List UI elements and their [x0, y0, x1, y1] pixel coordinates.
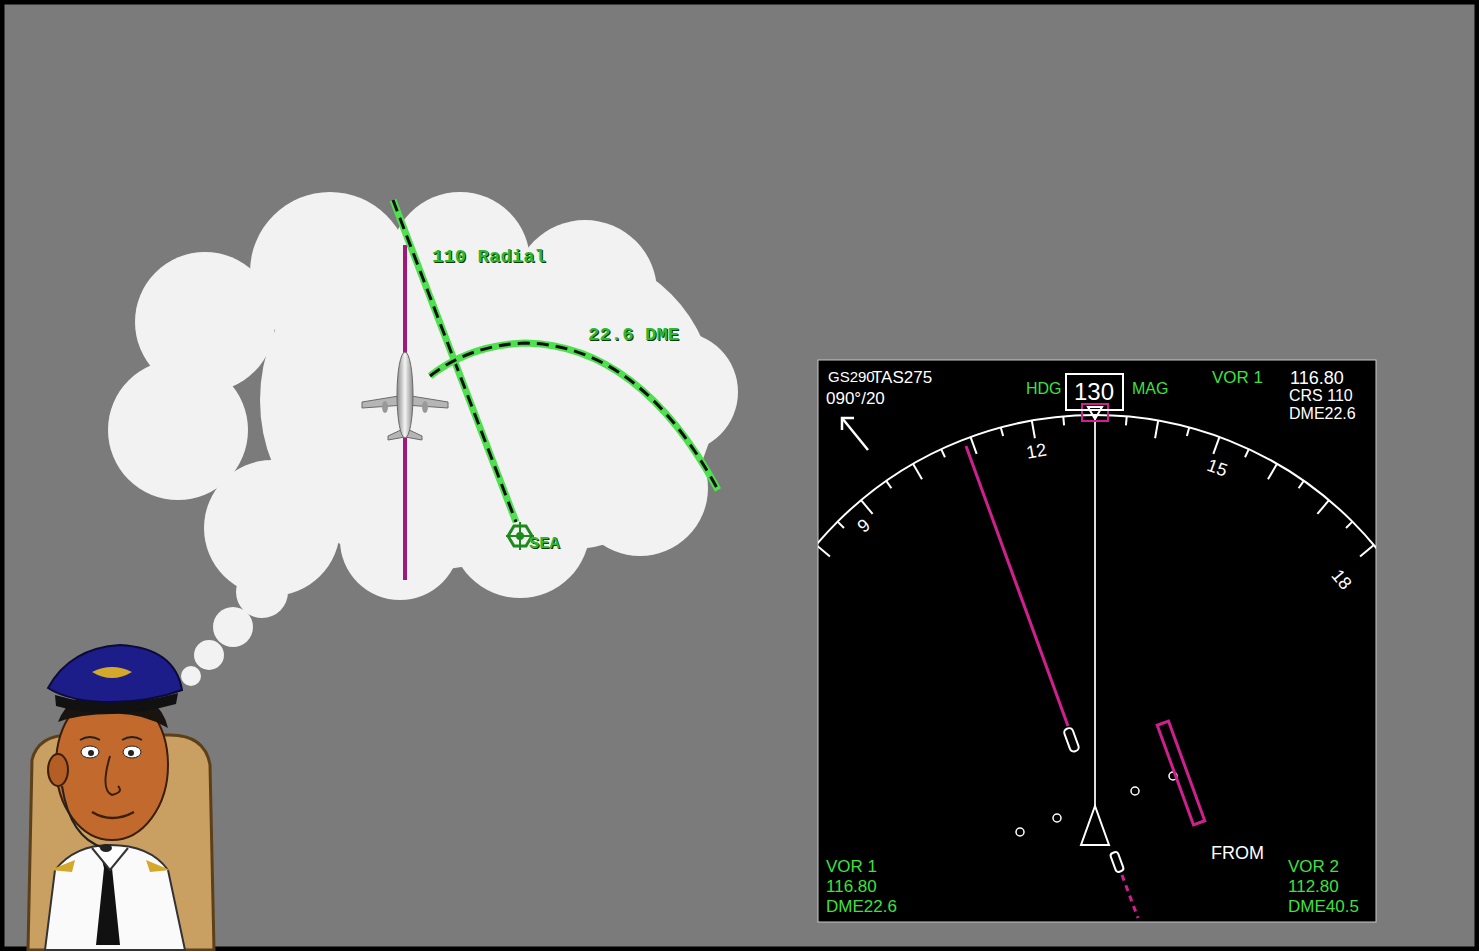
display-readout: 116.80: [1290, 369, 1344, 387]
display-readout: 12: [1025, 441, 1048, 462]
pilot-cartoon: [45, 845, 185, 950]
compass-ticks: [1213, 437, 1219, 454]
compass-ticks: [1360, 545, 1374, 557]
course-pointer: [1063, 727, 1080, 753]
display-readout: 130: [1074, 380, 1114, 404]
thought-cloud: 110 Radial 22.6 DME SEA: [105, 190, 745, 605]
dme-arc: [430, 343, 718, 490]
pilot-cartoon: [92, 667, 132, 678]
waypoint-circles: [1053, 814, 1061, 822]
thought-cloud: [108, 192, 738, 600]
display-readout: DME22.6: [1289, 406, 1356, 422]
vor2-bearing: [1157, 721, 1205, 825]
display-readout: 9: [854, 516, 873, 536]
pilot-cartoon: [80, 737, 142, 740]
display-readout: 112.80: [1288, 878, 1339, 895]
thought-bubbles: [213, 607, 253, 647]
heading-bug: [1082, 404, 1108, 421]
heading-box: 130: [1065, 373, 1124, 411]
compass-arc: [818, 415, 1376, 922]
compass-ticks: [886, 481, 891, 488]
waypoint-circles: [1131, 787, 1139, 795]
dme-arc: [430, 343, 718, 490]
pilot-cartoon: [28, 645, 214, 950]
pilot-cartoon: [105, 756, 120, 795]
pilot-cartoon: [92, 848, 128, 870]
compass-ticks: [1245, 449, 1249, 457]
wind-arrow: [842, 418, 854, 430]
pilot-cartoon: [62, 786, 104, 848]
display-readout: VOR 1: [826, 858, 877, 875]
course-tail: [1110, 851, 1124, 873]
airplane-icon: [422, 401, 428, 413]
pilot-cartoon: [123, 746, 141, 758]
waypoint-circles: [1016, 772, 1177, 836]
compass-ticks: [1032, 421, 1035, 439]
nav-display: [818, 360, 1376, 922]
thought-cloud: [415, 250, 715, 550]
compass-ticks: [1317, 500, 1329, 514]
heading-pointer: [1088, 407, 1102, 419]
display-readout: GS290: [828, 369, 875, 384]
pilot-cartoon: [48, 754, 68, 786]
display-readout: VOR 1: [1212, 369, 1263, 386]
display-readout: DME40.5: [1288, 898, 1359, 915]
display-readout: 116.80: [826, 878, 877, 895]
compass-ticks: [1299, 481, 1304, 488]
compass-ticks: [1155, 421, 1158, 439]
pilot-cartoon: [100, 844, 112, 852]
display-readout: 15: [1205, 456, 1230, 480]
aircraft-symbol: [1081, 806, 1109, 845]
compass-ticks: [1268, 464, 1277, 480]
dme-arc: [430, 343, 718, 490]
nav-display: 130GS290TAS275090°/20HDGMAGVOR 1116.80CR…: [818, 360, 1376, 922]
pilot-cartoon: [55, 693, 178, 714]
display-readout: 090°/20: [826, 390, 885, 407]
wind-arrow: [842, 418, 868, 450]
compass-ticks: [1125, 416, 1128, 425]
compass-ticks: [818, 545, 830, 557]
display-readout: 18: [1328, 566, 1355, 593]
course-tail-line: [1122, 875, 1138, 918]
map-label: 110 Radial: [432, 248, 546, 267]
compass-ticks: [861, 500, 873, 514]
thought-cloud: [135, 252, 275, 392]
display-readout: DME22.6: [826, 898, 897, 915]
wind-arrow: [842, 418, 868, 450]
display-readout: FROM: [1211, 844, 1264, 862]
pilot-cartoon: [81, 746, 99, 758]
map-label: SEA: [529, 535, 560, 552]
map-label: 22.6 DME: [588, 326, 679, 345]
compass-ticks: [1062, 416, 1065, 425]
pilot-cartoon: [48, 645, 182, 702]
pilot-cartoon: [88, 750, 94, 756]
pilot-cartoon: [128, 750, 134, 756]
airplane-icon: [362, 352, 448, 440]
heading-line: [1094, 418, 1096, 806]
nav-display: [818, 404, 1376, 922]
display-readout: MAG: [1132, 381, 1168, 397]
thought-bubbles: [194, 640, 224, 670]
display-readout: CRS 110: [1289, 388, 1353, 404]
thought-bubbles: [181, 666, 201, 686]
airplane-icon: [397, 352, 413, 438]
display-readout: VOR 2: [1288, 858, 1339, 875]
display-readout: TAS275: [872, 369, 932, 386]
compass-ticks: [941, 449, 945, 457]
pilot-cartoon: [92, 812, 134, 818]
compass-ticks: [913, 464, 922, 480]
course-line: [966, 446, 1068, 726]
compass-ticks: [1346, 522, 1352, 528]
compass-ticks: [971, 437, 977, 454]
compass-ticks: [1001, 427, 1003, 436]
display-readout: HDG: [1026, 381, 1062, 397]
compass-ticks: [1187, 427, 1189, 436]
compass-ticks: [838, 522, 844, 528]
waypoint-circles: [1016, 828, 1024, 836]
nav-display: [731, 360, 1459, 951]
airplane-icon: [382, 401, 388, 413]
